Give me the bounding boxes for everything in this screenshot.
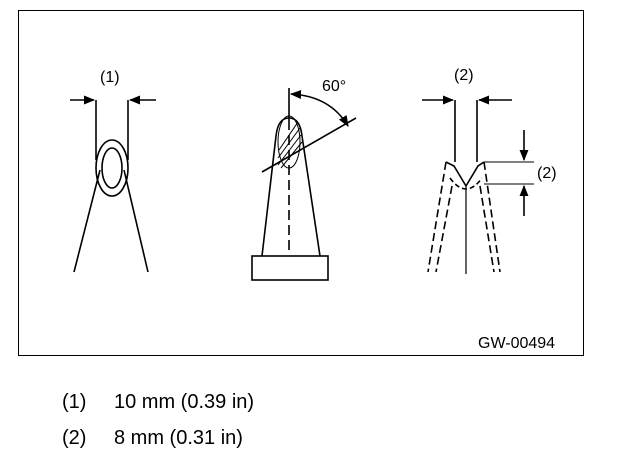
right-tip-side-right xyxy=(483,161,501,273)
legend-item-1-text: 10 mm (0.39 in) xyxy=(114,391,255,413)
callout-2-side-label: (2) xyxy=(537,165,557,182)
legend-item-2: (2) 8 mm (0.31 in) xyxy=(62,426,243,450)
cone-angle-line xyxy=(261,117,357,173)
right-tip-side-left xyxy=(427,161,447,273)
left-tip-drawing xyxy=(70,95,156,273)
right-tip-drawing xyxy=(422,95,534,274)
legend-item-2-number: (2) xyxy=(62,427,87,449)
cone-side-right xyxy=(301,135,321,257)
legend-item-1-number: (1) xyxy=(62,391,87,413)
left-tip-outer-ellipse xyxy=(95,139,129,197)
cone-side-left xyxy=(261,135,277,257)
cone-base xyxy=(251,255,329,281)
middle-cone-drawing xyxy=(251,88,357,281)
callout-2-top-label: (2) xyxy=(454,67,474,84)
callout-1-label: (1) xyxy=(100,69,120,86)
angle-arc xyxy=(289,90,349,127)
left-tip-side-left xyxy=(73,169,101,273)
left-tip-inner-ellipse xyxy=(101,147,123,189)
legend-item-2-text: 8 mm (0.31 in) xyxy=(114,427,243,449)
right-tip-inner-right xyxy=(479,185,495,273)
figure-code: GW-00494 xyxy=(478,335,555,352)
legend-item-1: (1) 10 mm (0.39 in) xyxy=(62,390,254,414)
left-tip-side-right xyxy=(123,169,149,273)
right-tip-inner-left xyxy=(435,185,453,273)
angle-label: 60° xyxy=(322,78,346,95)
figure-frame xyxy=(18,10,584,356)
